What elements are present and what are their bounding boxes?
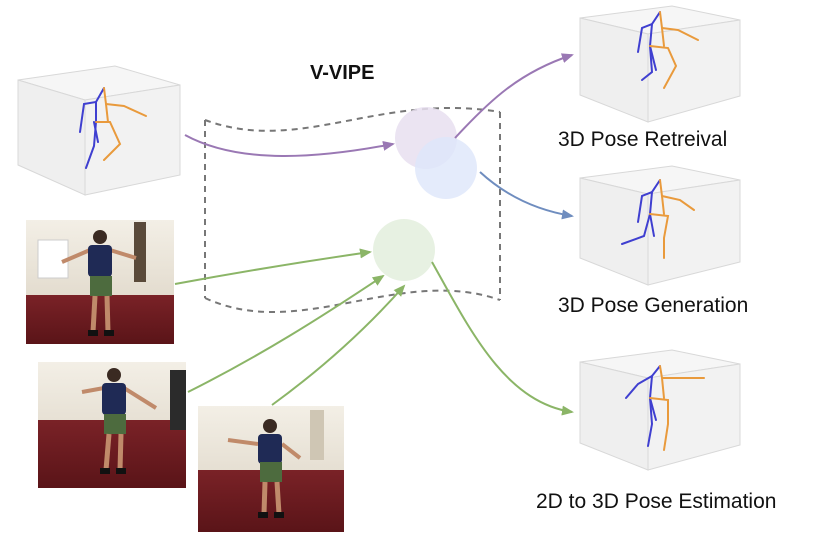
person-figure xyxy=(81,368,158,474)
person-figure xyxy=(227,419,302,518)
arrow-photo1-to-embedding xyxy=(174,248,372,285)
v-vipe-region xyxy=(204,107,501,313)
input-3d-pose-box xyxy=(17,65,181,196)
3d-skeleton-icon xyxy=(79,87,147,169)
output-label-retrieval: 3D Pose Retreival xyxy=(558,128,728,151)
3d-skeleton-icon xyxy=(625,365,705,451)
output-label-generation: 3D Pose Generation xyxy=(558,294,749,317)
output-box-estimation xyxy=(579,349,741,471)
arrow-photo3-to-embedding xyxy=(271,284,406,406)
output-box-generation xyxy=(579,165,741,286)
human-photo-1 xyxy=(26,220,174,344)
output-box-retrieval xyxy=(579,5,741,123)
v-vipe-title: V-VIPE xyxy=(310,62,375,84)
3d-skeleton-icon xyxy=(637,11,699,89)
arrow-photo2-to-embedding xyxy=(187,274,385,393)
human-photo-2 xyxy=(38,362,186,488)
arrow-embedding-to-retrieval xyxy=(454,53,574,139)
arrow-pose-to-embedding xyxy=(184,134,395,157)
arrow-embedding-to-generation xyxy=(479,171,574,220)
3d-skeleton-icon xyxy=(621,179,695,259)
image-embedding-node-green xyxy=(373,219,435,281)
pose-embedding-node-blue xyxy=(415,137,477,199)
human-photo-3 xyxy=(198,406,344,532)
person-figure xyxy=(61,230,137,336)
arrow-embedding-to-estimation xyxy=(431,261,574,416)
output-label-estimation: 2D to 3D Pose Estimation xyxy=(536,490,777,513)
